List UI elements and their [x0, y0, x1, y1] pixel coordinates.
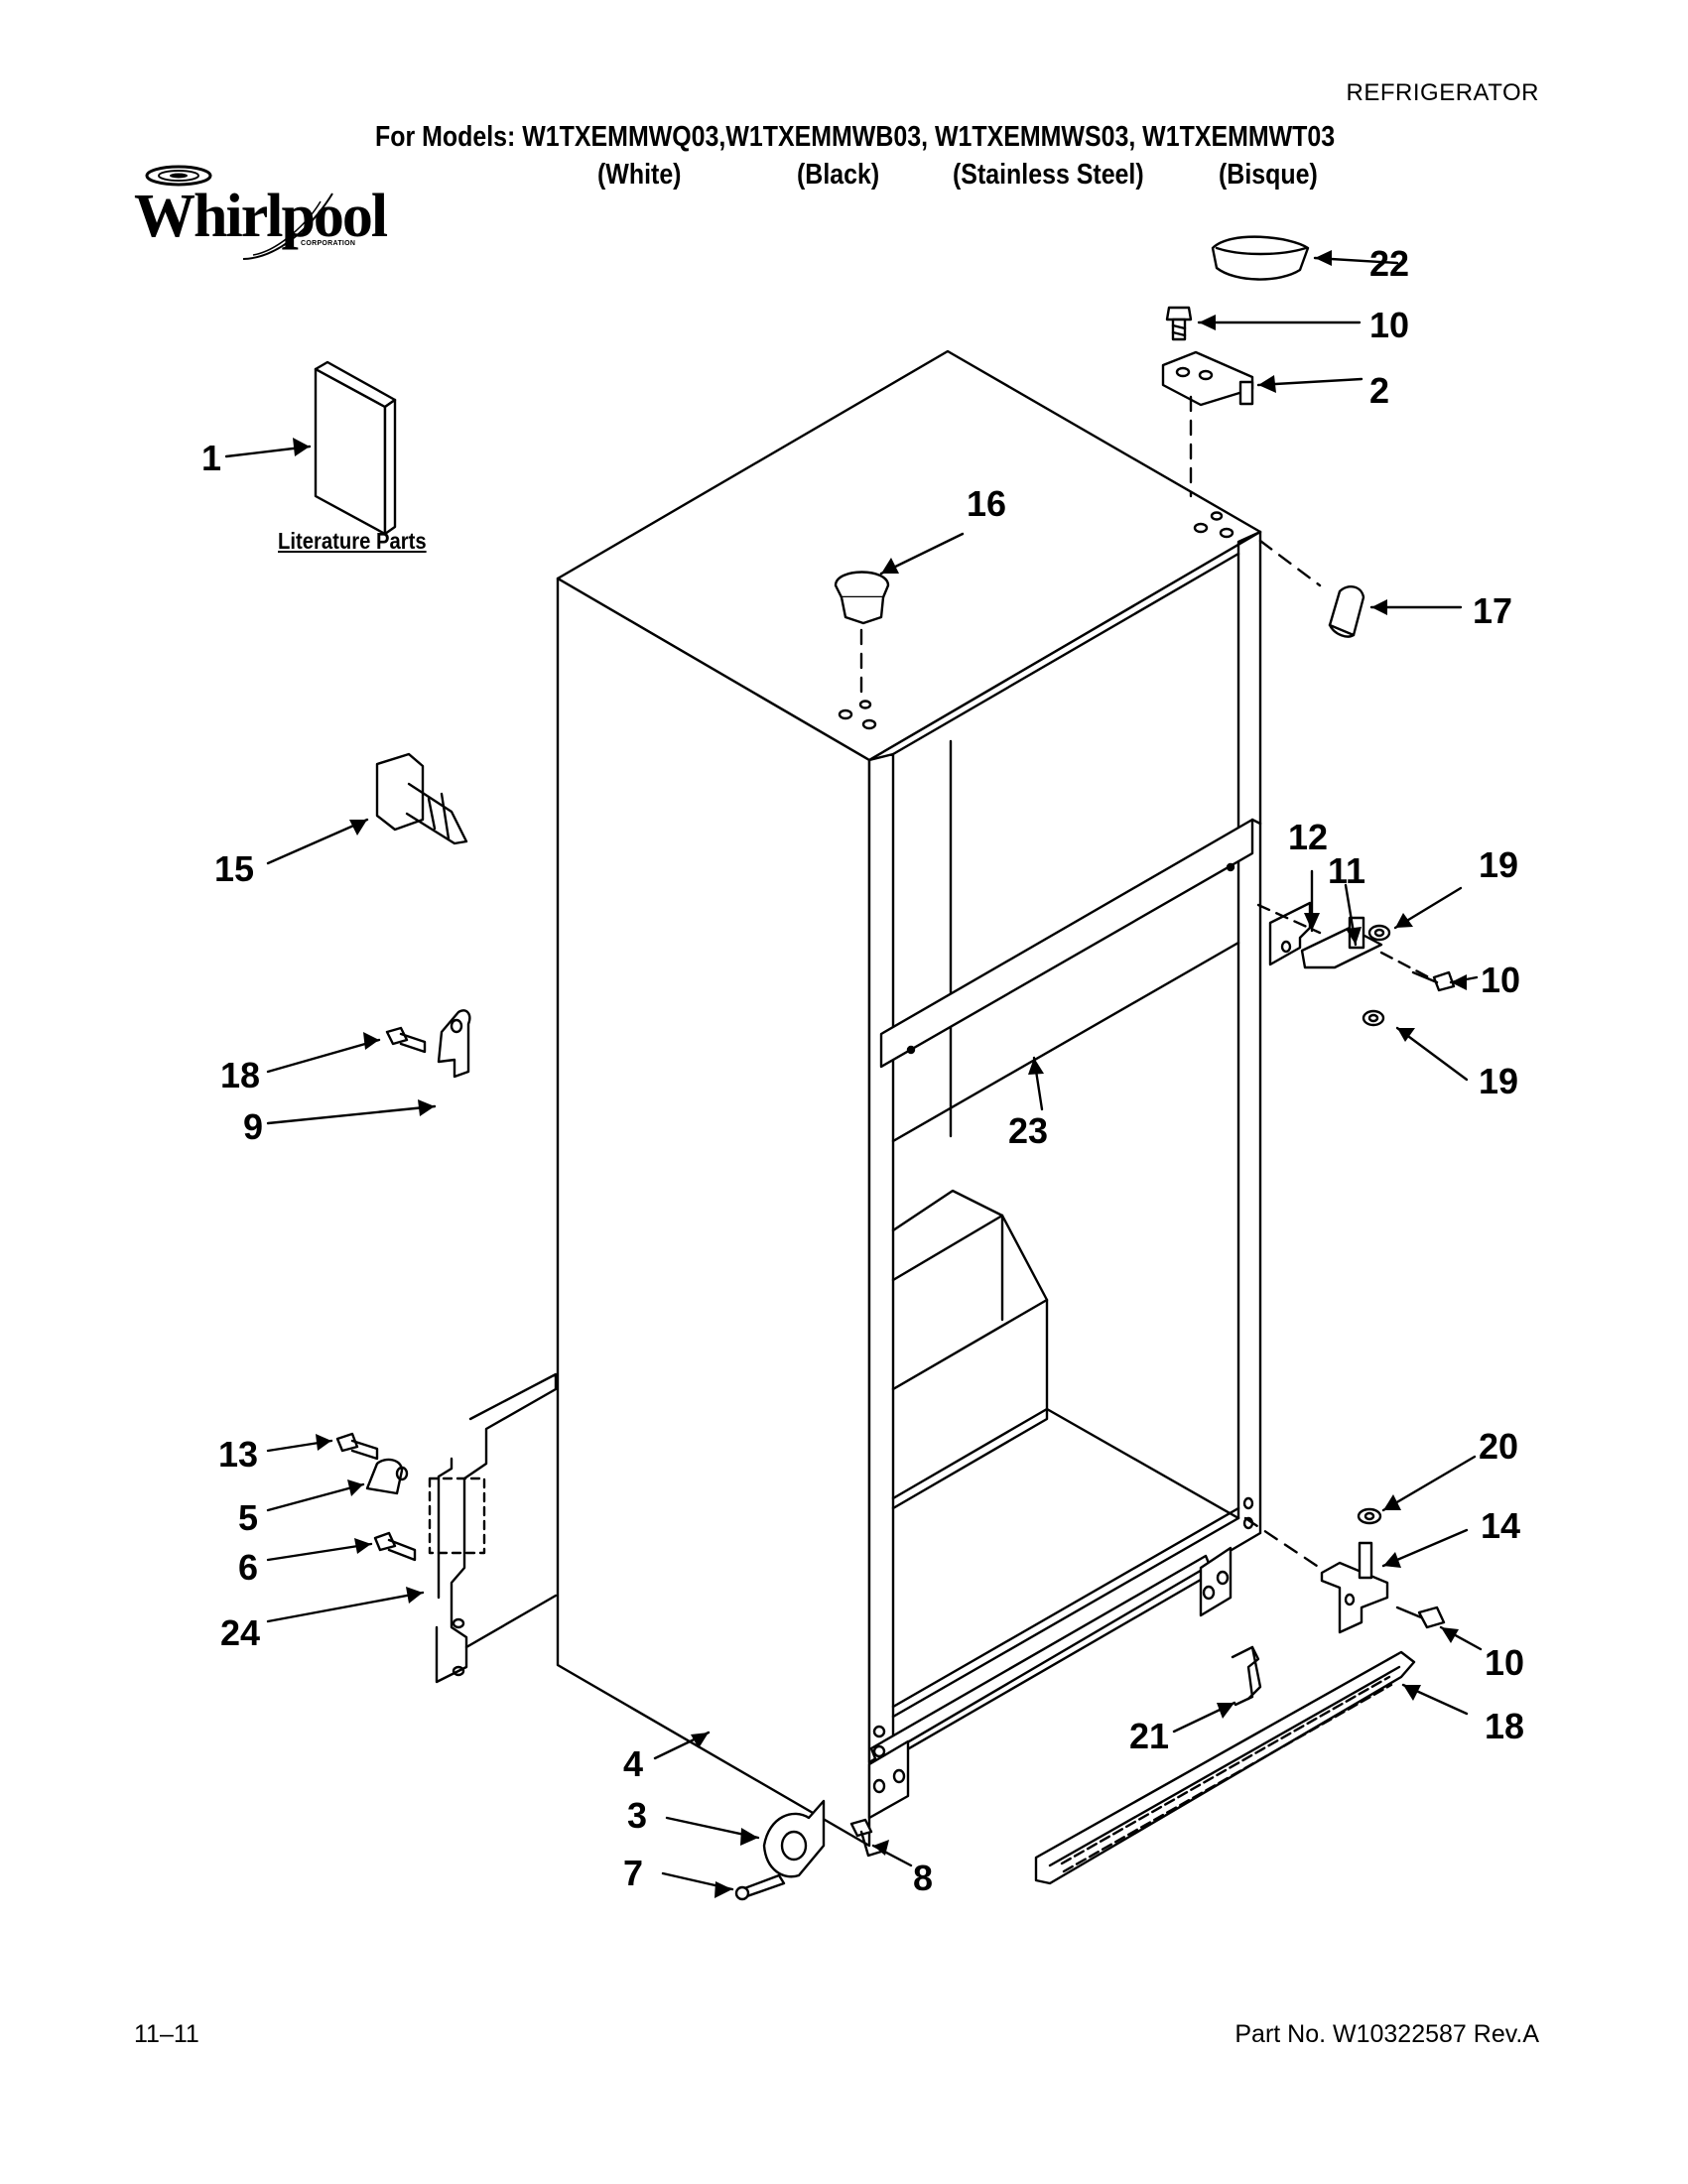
leveling-bolt-part [375, 752, 468, 845]
color-stainless: (Stainless Steel) [953, 159, 1144, 191]
part-number: Part No. W10322587 Rev.A [1234, 2020, 1539, 2048]
callout-13: 13 [218, 1434, 258, 1475]
callout-1: 1 [201, 438, 221, 478]
hinge-cover-part [1211, 235, 1310, 281]
date-code: 11–11 [134, 2020, 199, 2048]
toe-grille-part [1034, 1645, 1416, 1885]
plug-button-part [834, 571, 890, 697]
bottom-rail-part [867, 1496, 1254, 1820]
callout-labels: 1 2 3 4 5 6 7 8 9 10 10 10 11 12 13 14 1… [201, 243, 1524, 1898]
arrow-heads [293, 250, 1467, 1898]
cabinet-part [428, 349, 1262, 1848]
callout-5: 5 [238, 1497, 258, 1538]
callout-6: 6 [238, 1547, 258, 1588]
callout-15: 15 [214, 848, 254, 889]
callout-22: 22 [1369, 243, 1409, 284]
callout-16: 16 [967, 483, 1006, 524]
callout-10-bottom: 10 [1485, 1642, 1524, 1683]
color-bisque: (Bisque) [1219, 159, 1318, 191]
callout-23: 23 [1008, 1110, 1048, 1151]
callout-8: 8 [913, 1858, 933, 1898]
literature-booklet-part [314, 360, 397, 536]
callout-24: 24 [220, 1612, 260, 1653]
callout-14: 14 [1481, 1505, 1520, 1546]
callout-7: 7 [623, 1853, 643, 1893]
callout-11: 11 [1328, 850, 1365, 891]
callout-19-upper: 19 [1479, 844, 1518, 885]
top-hinge-part [1161, 350, 1254, 498]
roller-assembly-part [734, 1799, 883, 1901]
hinge-pin-cover-part [1258, 539, 1365, 638]
bracket-and-screw-part [385, 1009, 471, 1079]
callout-19-lower: 19 [1479, 1061, 1518, 1101]
logo-swirl-icon [145, 165, 333, 260]
document-category: REFRIGERATOR [1346, 79, 1539, 106]
models-line: For Models: W1TXEMMWQ03,W1TXEMMWB03, W1T… [375, 121, 1336, 153]
top-hinge-screw-part [1165, 306, 1193, 341]
bottom-hinge-part [1243, 1507, 1446, 1634]
callout-12: 12 [1288, 817, 1328, 857]
callout-17: 17 [1473, 590, 1512, 631]
callout-20: 20 [1479, 1426, 1518, 1467]
callout-21: 21 [1129, 1716, 1169, 1756]
whirlpool-logo: Whirlpool CORPORATION [134, 164, 392, 263]
callout-18-left: 18 [220, 1055, 260, 1095]
color-black: (Black) [797, 159, 880, 191]
callout-18-right: 18 [1485, 1706, 1524, 1746]
logo-brand: Whirlpool [134, 183, 388, 250]
callout-10-middle: 10 [1481, 960, 1520, 1000]
color-white: (White) [597, 159, 682, 191]
center-hinge-part [1256, 901, 1456, 1027]
callout-9: 9 [243, 1106, 263, 1147]
side-fasteners-part [335, 1432, 417, 1562]
literature-parts-label: Literature Parts [278, 528, 427, 554]
callout-4: 4 [623, 1743, 643, 1784]
mullion-bar-part [879, 818, 1262, 1069]
callout-10-top: 10 [1369, 305, 1409, 345]
callout-2: 2 [1369, 370, 1389, 411]
logo-corporation: CORPORATION [301, 240, 356, 247]
callout-3: 3 [627, 1795, 647, 1836]
